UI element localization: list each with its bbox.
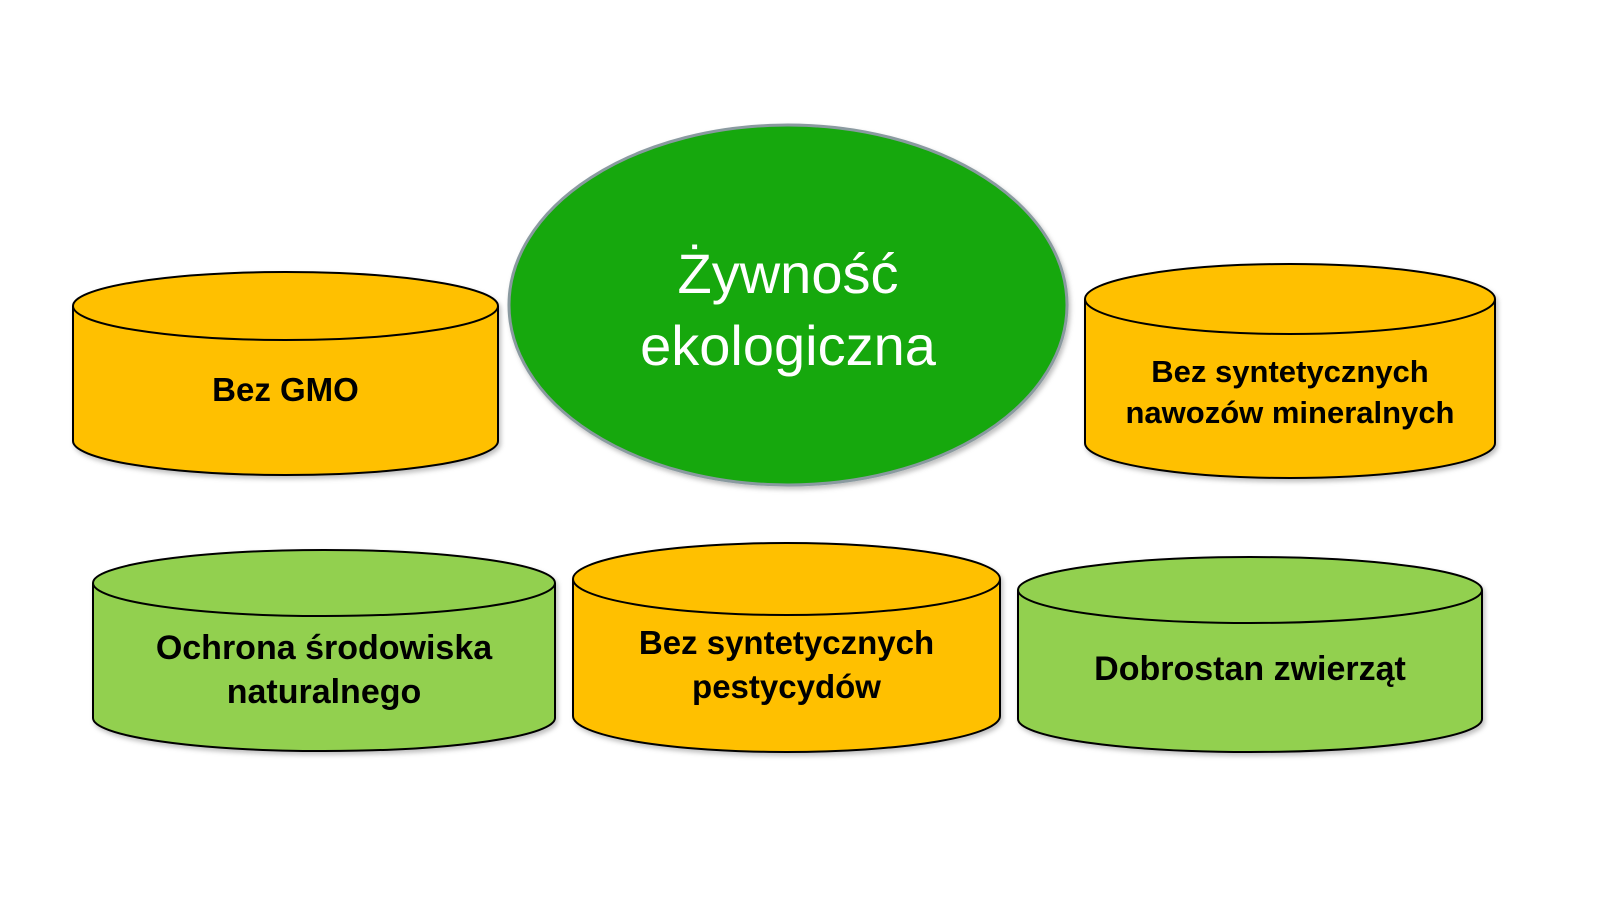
label-line: pestycydów (692, 668, 881, 705)
label-line: Dobrostan zwierząt (1094, 650, 1406, 689)
cylinder-bez-pestycydow (572, 542, 1001, 753)
label-line: Bez GMO (212, 371, 359, 409)
center-ellipse (507, 123, 1069, 487)
cylinder-bez-gmo (72, 271, 499, 476)
node-label-bez-pestycydow: Bez syntetycznych pestycydów (573, 615, 1000, 715)
node-label-bez-gmo: Bez GMO (73, 350, 498, 430)
label-line: Bez syntetycznych (638, 624, 935, 662)
center-title-line2: ekologiczna (640, 314, 936, 377)
node-label-bez-nawozow: Bez syntetycznych nawozów mineralnych (1070, 340, 1510, 444)
label-line: Bez syntetycznych (1151, 353, 1429, 389)
center-title-line1: Żywność (677, 242, 899, 306)
cylinder-ochrona-srodowiska (92, 549, 556, 752)
cylinder-dobrostan (1017, 556, 1483, 753)
label-line: nawozów mineralnych (1125, 395, 1455, 430)
node-label-dobrostan: Dobrostan zwierząt (1018, 630, 1482, 710)
cylinder-bez-nawozow (1084, 263, 1496, 479)
label-line: Ochrona środowiska (155, 628, 493, 667)
node-label-ochrona-srodowiska: Ochrona środowiska naturalnego (93, 620, 555, 720)
center-title: Żywność ekologiczna (560, 225, 1016, 395)
label-line: naturalnego (226, 673, 422, 711)
